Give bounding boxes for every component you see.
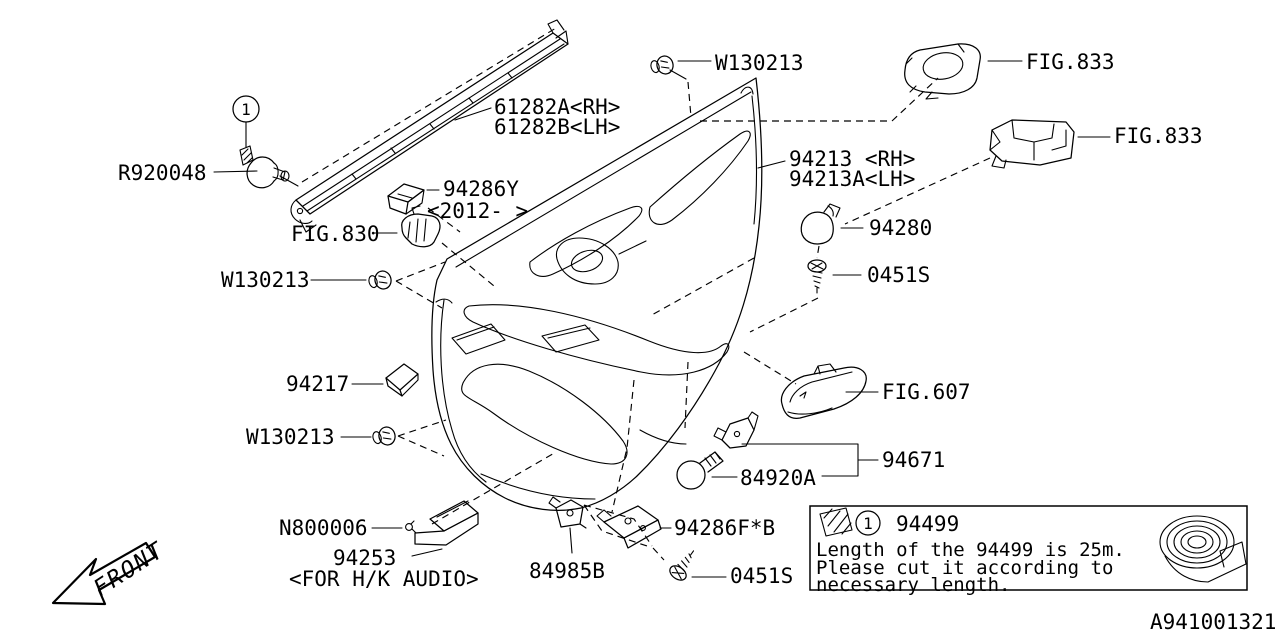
- label-fig833-top: FIG.833: [1026, 50, 1115, 74]
- label-0451s-top: 0451S: [867, 263, 930, 287]
- connector-fig830: [401, 205, 441, 248]
- clip-w130213-top-icon: [650, 55, 674, 75]
- clip-94286y: [387, 183, 425, 215]
- legend-part-number: 94499: [896, 512, 959, 536]
- label-94286y: 94286Y: [443, 177, 519, 201]
- label-84985b: 84985B: [529, 559, 605, 583]
- label-94286fb: 94286F*B: [674, 516, 775, 540]
- bulb-84920a: [676, 451, 724, 490]
- label-94253: 94253: [333, 546, 396, 570]
- label-94213a-lh: 94213A<LH>: [789, 167, 915, 191]
- strip-alignment-dashed-line: [301, 27, 557, 183]
- leader-lines: [213, 60, 1111, 578]
- label-94213-rh: 94213 <RH>: [789, 147, 915, 171]
- screw-0451s-low-icon: [669, 550, 695, 581]
- tweeter-84985b: [548, 496, 587, 529]
- bracket-94253: [414, 500, 479, 546]
- legend-box: 1 94499 Length of the 94499 is 25m. Plea…: [809, 505, 1248, 596]
- label-r920048: R920048: [118, 161, 207, 185]
- pad-94217: [385, 363, 419, 397]
- legend-hatch-icon: [819, 507, 853, 537]
- label-94280: 94280: [869, 216, 932, 240]
- front-arrow-icon: [51, 541, 157, 606]
- label-84920a: 84920A: [740, 466, 816, 490]
- callout-1-number: 1: [241, 100, 251, 119]
- lamp-housing-94671: [713, 411, 759, 449]
- escutcheon-fig833: [904, 43, 981, 100]
- label-61282b: 61282B<LH>: [494, 115, 620, 139]
- label-0451s-low: 0451S: [730, 564, 793, 588]
- bracket-fig833: [989, 119, 1075, 169]
- part-labels: W130213 FIG.833 61282A<RH> 61282B<LH> R9…: [118, 50, 1203, 591]
- label-n800006: N800006: [279, 516, 368, 540]
- clip-w130213-low-icon: [372, 426, 396, 446]
- dashed-leader-lines: [279, 69, 991, 561]
- label-fig607: FIG.607: [882, 380, 971, 404]
- screw-0451s-top-icon: [807, 259, 827, 294]
- label-94671: 94671: [882, 448, 945, 472]
- tape-roll-icon: [1159, 515, 1247, 583]
- door-trim-panel-94213: [431, 77, 763, 511]
- screw-n800006: [405, 520, 417, 534]
- grommet-r920048: [246, 156, 290, 189]
- label-w130213-mid: W130213: [221, 268, 310, 292]
- label-61282a: 61282A<RH>: [494, 95, 620, 119]
- legend-marker-number: 1: [863, 514, 873, 533]
- legend-note-line-2: Please cut it according to: [816, 557, 1113, 579]
- front-direction-indicator: FRONT: [51, 537, 170, 606]
- grommet-94280: [800, 203, 841, 245]
- label-94253-note: <FOR H/K AUDIO>: [289, 567, 479, 591]
- label-w130213-top: W130213: [715, 51, 804, 75]
- drawing-number: A941001321: [1150, 610, 1276, 634]
- clip-w130213-mid-icon: [368, 270, 392, 290]
- label-94217: 94217: [286, 372, 349, 396]
- lens-fig607: [780, 363, 867, 419]
- legend-note-line-1: Length of the 94499 is 25m.: [816, 539, 1125, 561]
- callout-1-marker: 1: [232, 95, 260, 148]
- tape-piece-hatch-icon: [239, 145, 254, 166]
- label-w130213-low: W130213: [246, 425, 335, 449]
- belt-strip-61282: [290, 19, 569, 233]
- label-fig833-mid: FIG.833: [1114, 124, 1203, 148]
- bracket-94286fb: [596, 505, 662, 549]
- legend-marker-circle: [855, 510, 881, 536]
- label-94286y-year: <2012- >: [427, 199, 528, 223]
- legend-note-line-3: necessary length.: [816, 574, 1010, 596]
- label-fig830: FIG.830: [291, 222, 380, 246]
